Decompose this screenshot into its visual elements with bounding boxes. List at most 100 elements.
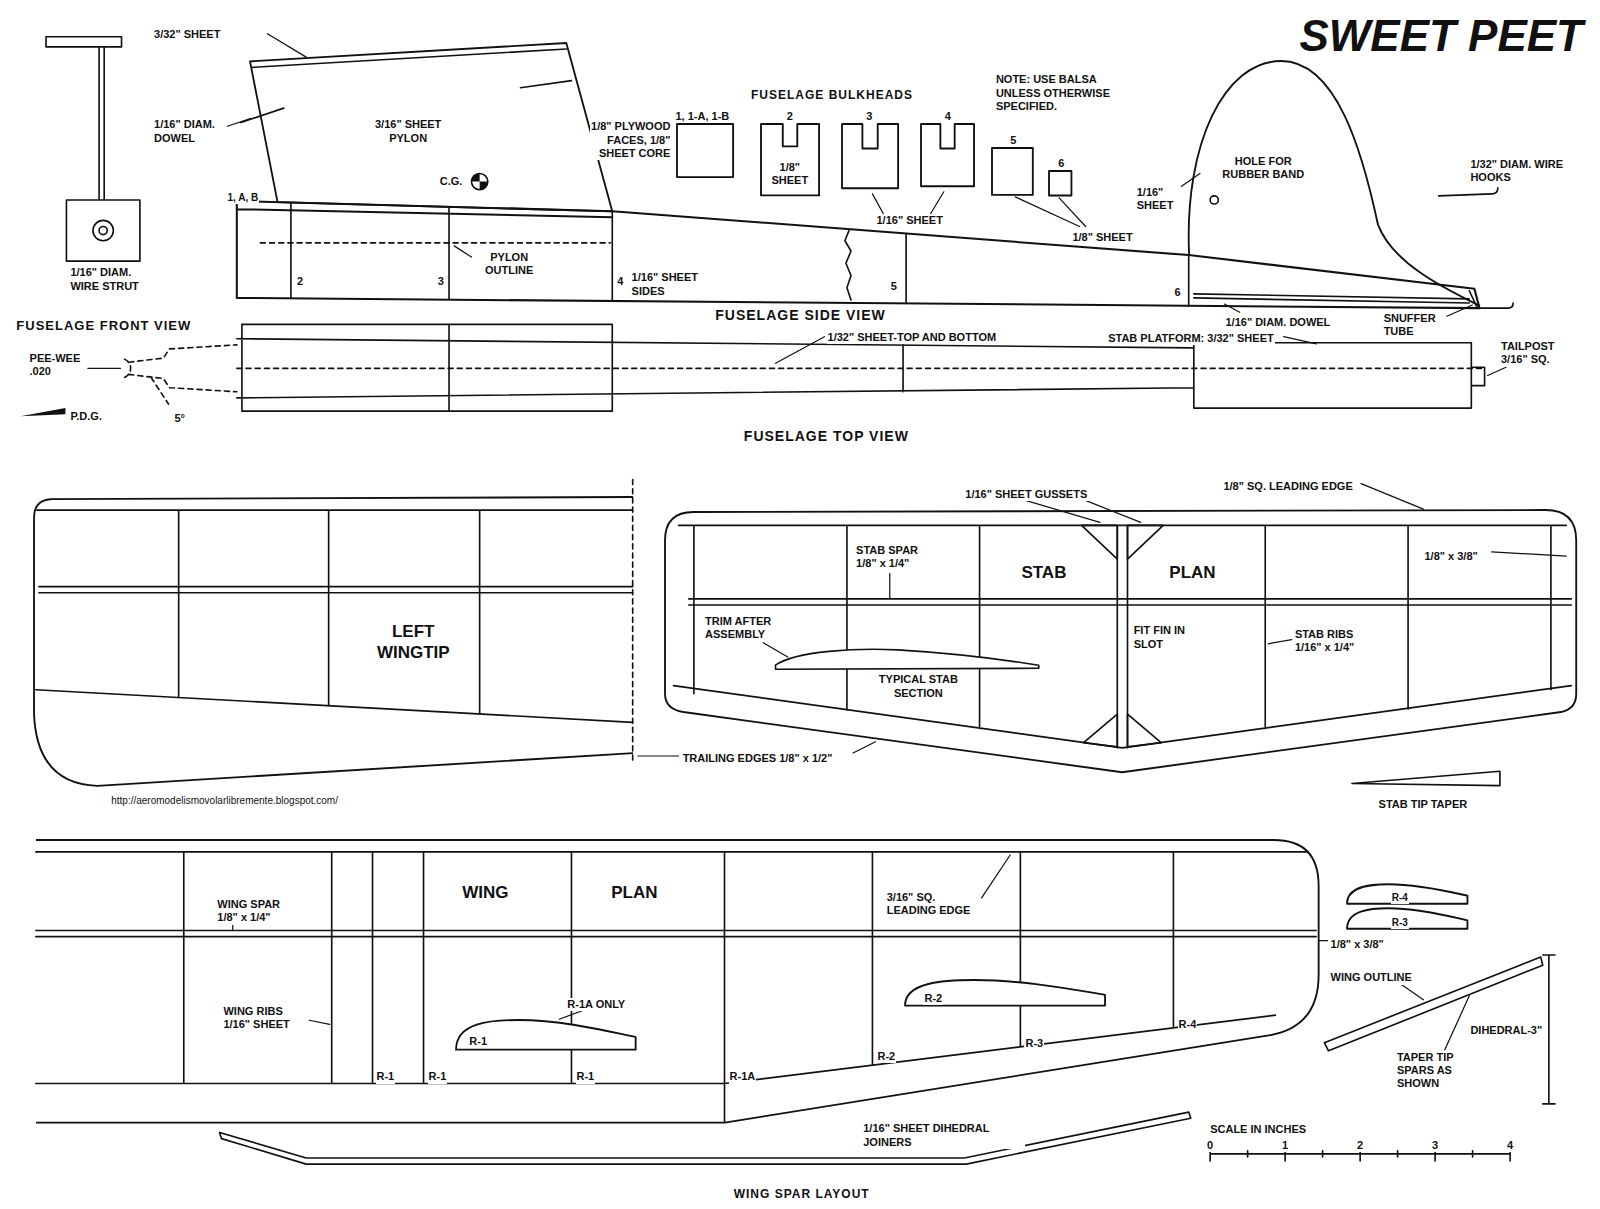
label-holder: 1/32" SHEET-TOP AND BOTTOM [827,327,998,345]
scale-number: 2 [1356,1139,1364,1152]
node-text: R-1 [468,1035,488,1048]
label-holder: TYPICAL STAB SECTION [872,673,964,700]
node-text: C.G. [439,175,464,188]
material-note: STAB RIBS 1/16" x 1/4" [1294,628,1380,654]
text-holder: 2 [786,106,794,124]
part-note: 1/32" DIAM. WIRE HOOKS [1469,158,1571,184]
angle-note: 5° [173,412,186,425]
scale-number: 3 [1431,1139,1439,1152]
label-holder: STAB SPAR 1/8" x 1/4" [855,544,939,571]
wingtip-plan: LEFT WINGTIP [33,495,635,788]
label-holder: 1/8" PLYWOOD FACES, 1/8" SHEET CORE [590,120,672,160]
shape-outline [33,495,635,788]
pylon-sheet-outline [250,43,612,211]
shape-outline [992,148,1033,195]
label-holder: R-2 [877,1046,897,1064]
bulkhead-outline [1049,171,1071,195]
node-text: R-3 [1391,917,1409,929]
bulkhead: 3 [842,124,898,188]
text-holder: WING [461,883,509,903]
dimension: 1/8" x 3/8" [1423,550,1478,563]
label-holder: 3/16" SQ. LEADING EDGE [886,891,980,918]
wingtip-structure [36,510,633,722]
bulkhead: 5 [992,148,1033,195]
text-holder: 3/16" SHEET PYLON [362,118,454,145]
part-note: PYLON OUTLINE [472,251,545,277]
plan-title: SWEET PEET [1298,12,1584,60]
node-text: HOLE FOR RUBBER BAND [1219,155,1307,181]
text-holder: 1/8" SHEET [763,161,816,188]
label-holder: 2 [1356,1135,1364,1153]
label-holder: http://aeromodelismovolarlibremente.blog… [110,790,339,808]
fin: HOLE FOR RUBBER BAND [1184,59,1482,309]
text-holder: HOLE FOR RUBBER BAND [1219,155,1307,182]
scale-title: SCALE IN INCHES [1209,1123,1307,1136]
cg-symbol [471,173,487,189]
node-text: WING [461,883,509,903]
node-text: PLAN [1168,563,1216,583]
text-holder: 6 [1057,153,1065,171]
label-holder: 1/8" x 3/8" [1423,546,1478,564]
label-holder: R-1 [576,1066,596,1084]
fuselage-top [237,324,1485,411]
node-text: 2 [786,110,794,123]
rib-callout: R-3 [1024,1037,1044,1050]
thrust-note: P.D.G. [69,410,103,423]
shape-outline [36,840,1319,1123]
wing-plan-outline [36,840,1319,1123]
text-holder: 1, 1-A, 1-B [674,106,730,124]
label-holder: 5° [173,408,186,426]
text-holder: R-3 [1391,912,1409,930]
note: TRIM AFTER ASSEMBLY [704,615,777,641]
node-text: 3/16" SHEET PYLON [362,118,454,144]
bulkhead-outline [842,124,898,188]
title-holder: SWEET PEET [1298,12,1584,60]
label-holder: 1/16" SHEET [1136,186,1181,213]
label-holder: FUSELAGE BULKHEADS [750,85,914,103]
dimension: DIHEDRAL-3" [1469,1024,1543,1037]
tail-dowel [1194,291,1478,308]
label-holder: STAB RIBS 1/16" x 1/4" [1294,628,1380,655]
node-text: STAB [1020,563,1067,583]
section-title: WING OUTLINE [1330,971,1413,984]
material-note: 3/16" SQ. LEADING EDGE [886,891,980,917]
wingtip-plan-outline [34,497,633,786]
note: FIT FIN IN SLOT [1133,624,1200,650]
label-holder: R-1A ONLY [566,994,626,1012]
label-holder: 0 [1206,1135,1214,1153]
rib-template: R-1 [454,1018,638,1053]
center-line [237,367,1485,369]
pylon-sheet: 3/16" SHEET PYLON C.G. [250,43,612,212]
engine-note: PEE-WEE .020 [29,352,86,378]
label-holder: 1/16" DIAM. DOWEL [153,118,226,145]
label-holder: WING SPAR 1/8" x 1/4" [216,898,300,925]
part-note: TAILPOST 3/16" SQ. [1500,340,1576,366]
section-title: TYPICAL STAB SECTION [872,673,964,699]
label-holder: WING OUTLINE [1330,967,1413,985]
view-title: FUSELAGE FRONT VIEW [15,318,192,334]
text-holder: STAB [1020,563,1067,583]
rib-callout: R-2 [877,1050,897,1063]
material-note: 1/16" SHEET [876,214,944,227]
node-text: 3 [865,110,873,123]
node-text: 6 [1057,157,1065,170]
label-holder: FUSELAGE FRONT VIEW [15,316,192,334]
node-text: 4 [944,110,952,123]
part-note: SNUFFER TUBE [1383,312,1446,338]
shape-outline [921,124,974,186]
material-note: 1/16" SHEET DIHEDRAL JOINERS [862,1122,1025,1148]
front-view-hub [99,226,107,234]
shape-outline [1184,59,1482,309]
label-holder: 4 [1506,1135,1514,1153]
note: NOTE: USE BALSA UNLESS OTHERWISE SPECIFI… [995,73,1138,113]
label-holder: 1/8" SQ. LEADING EDGE [1222,476,1353,494]
label-holder: STAB PLATFORM: 3/32" SHEET [1107,328,1275,346]
label-holder: TRAILING EDGES 1/8" x 1/2" [682,748,834,766]
text-holder: R-2 [923,988,943,1006]
label-holder: 5 [890,276,898,294]
bulkhead: 4 [921,124,974,186]
bulkhead: 6 [1049,171,1071,195]
label-holder: WING RIBS 1/16" SHEET [222,1005,308,1032]
label-holder: SNUFFER TUBE [1383,312,1446,339]
text-holder: 4 [944,106,952,124]
